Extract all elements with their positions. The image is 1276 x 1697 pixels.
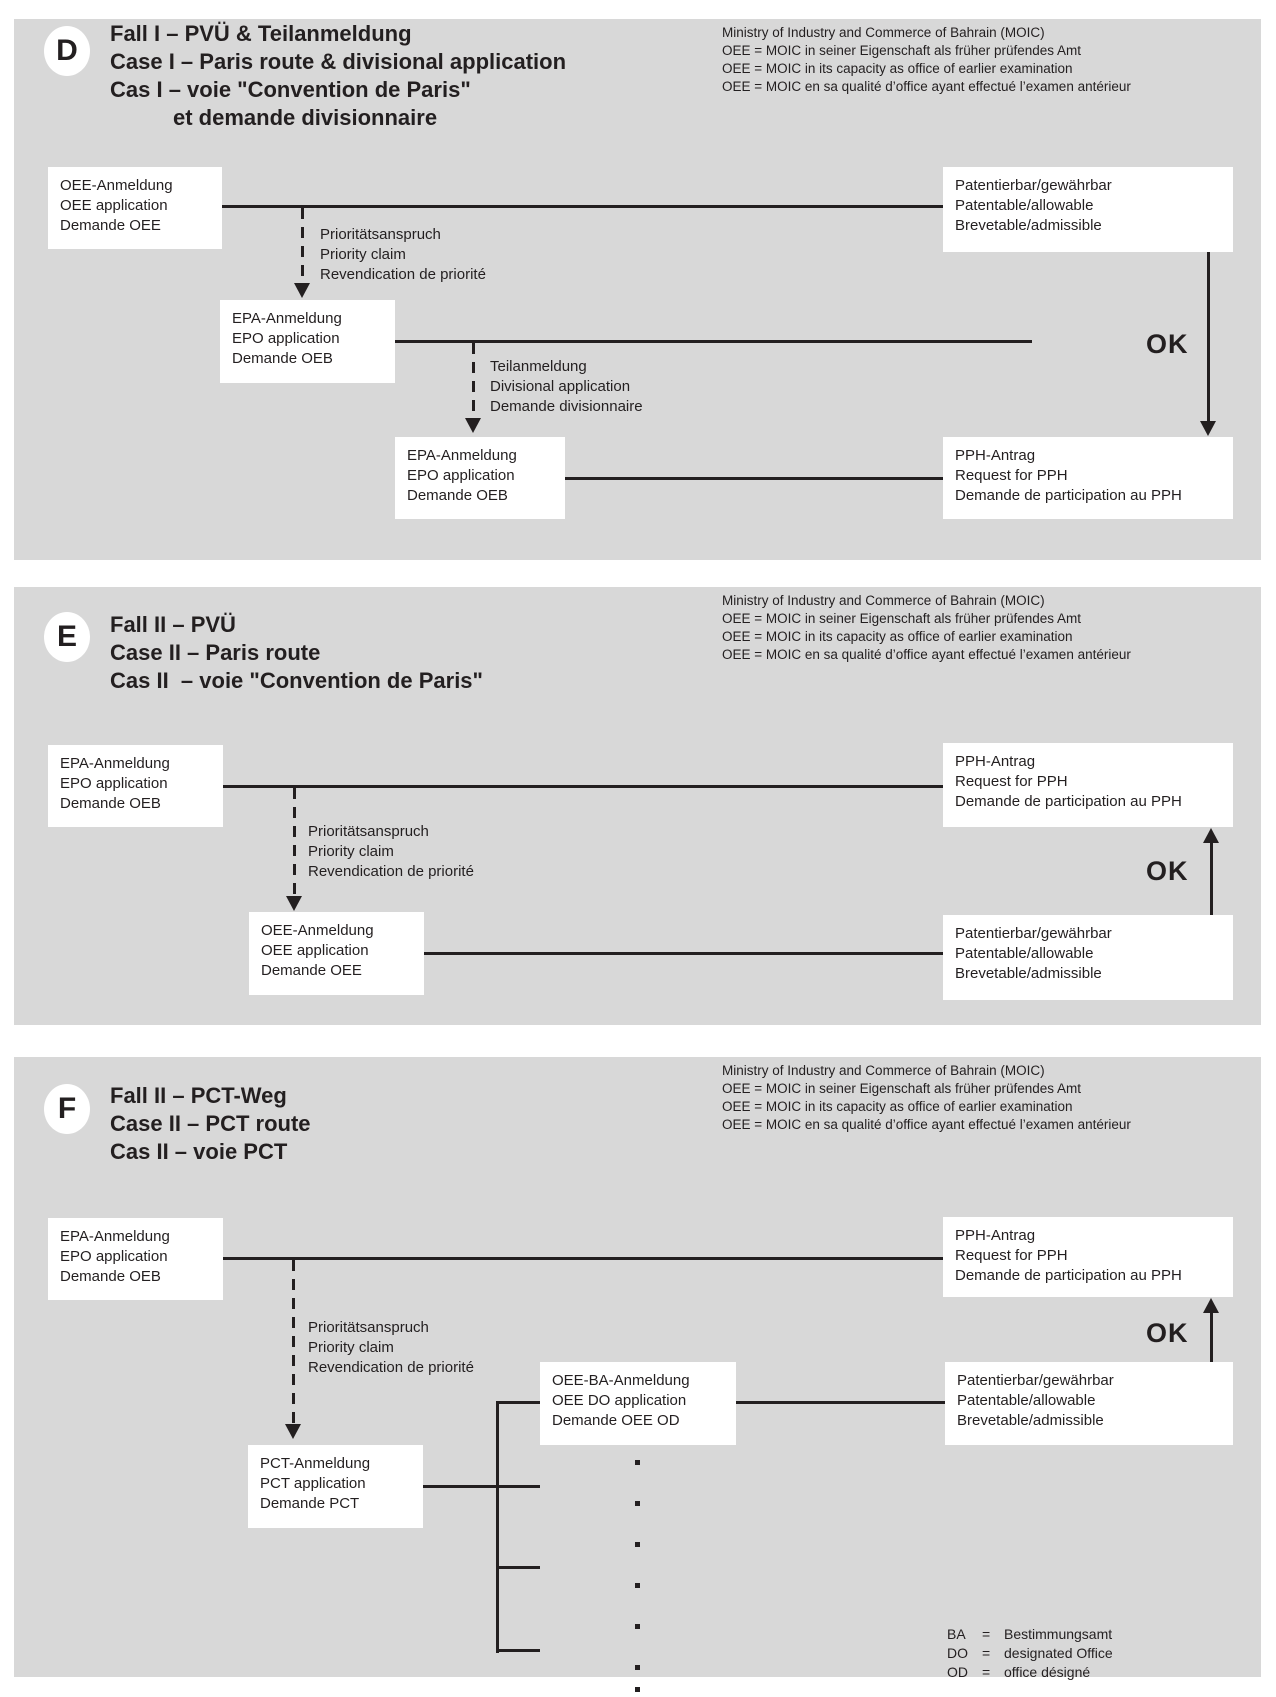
legend-eq: = <box>982 1664 991 1680</box>
legend-text-do: designated Office <box>1004 1645 1113 1661</box>
connector-epo-application-timeline-d <box>395 340 1032 343</box>
priority-claim-arrowhead-d <box>294 283 310 298</box>
divisional-dashed-line-d <box>472 343 475 419</box>
case-ii-pct-title: Fall II – PCT-Weg Case II – PCT route Ca… <box>110 1082 311 1166</box>
legend-row-ba: BA = Bestimmungsamt <box>947 1625 1113 1644</box>
designated-offices-bracket-line-f <box>496 1401 499 1653</box>
case-i-badge-letter: D <box>56 34 78 67</box>
ok-label-d: OK <box>1146 329 1189 359</box>
case-ii-paris-title-line-de: Fall II – PVÜ <box>110 612 236 637</box>
bracket-stub-3-f <box>496 1649 540 1652</box>
connector-oee-to-patentable-d <box>222 205 943 208</box>
legend-row-do: DO = designated Office <box>947 1644 1113 1663</box>
case-ii-pct-title-line-en: Case II – PCT route <box>110 1111 311 1136</box>
ok-arrowhead-f <box>1203 1298 1219 1313</box>
case-ii-paris-badge-letter: E <box>56 620 77 653</box>
ellipsis-dot <box>635 1542 640 1547</box>
case-ii-paris-title-line-en: Case II – Paris route <box>110 640 321 665</box>
connector-divisional-to-pph-d <box>565 477 943 480</box>
legend-eq: = <box>982 1626 991 1642</box>
case-i-title-line-fr2: et demande divisionnaire <box>173 105 438 130</box>
ok-label-f: OK <box>1146 1318 1189 1348</box>
case-ii-pct-title-line-de: Fall II – PCT-Weg <box>110 1083 287 1108</box>
moic-note-d: Ministry of Industry and Commerce of Bah… <box>722 25 1131 94</box>
legend-eq: = <box>982 1645 991 1661</box>
ellipsis-dot <box>635 1583 640 1588</box>
priority-claim-arrowhead-f <box>285 1424 301 1439</box>
connector-pct-to-bracket-f <box>423 1485 540 1488</box>
ellipsis-dot <box>635 1460 640 1465</box>
legend-abbr-od: OD <box>947 1664 968 1680</box>
legend-abbr-do: DO <box>947 1645 968 1661</box>
ellipsis-dot <box>635 1687 640 1692</box>
connector-epo-to-pph-e <box>223 785 943 788</box>
ok-arrow-line-d <box>1207 252 1210 422</box>
priority-claim-dashed-line-f <box>292 1260 295 1425</box>
case-ii-paris-title: Fall II – PVÜ Case II – Paris route Cas … <box>110 611 483 695</box>
connector-oee-do-to-patentable-f <box>736 1401 945 1404</box>
case-i-title-line-fr: Cas I – voie "Convention de Paris" <box>110 77 471 102</box>
ellipsis-dot <box>635 1501 640 1506</box>
divisional-arrowhead-d <box>465 418 481 433</box>
ok-label-e: OK <box>1146 856 1189 886</box>
legend-text-ba: Bestimmungsamt <box>1004 1626 1113 1642</box>
case-ii-pct-title-line-fr: Cas II – voie PCT <box>110 1139 288 1164</box>
legend-text-od: office désigné <box>1004 1664 1091 1680</box>
case-i-title: Fall I – PVÜ & Teilanmeldung Case I – Pa… <box>110 20 566 132</box>
case-ii-pct-badge: F <box>44 1084 90 1134</box>
ellipsis-dot <box>635 1624 640 1629</box>
ok-arrowhead-e <box>1203 828 1219 843</box>
case-i-title-line-de: Fall I – PVÜ & Teilanmeldung <box>110 21 412 46</box>
ellipsis-dot <box>635 1665 640 1670</box>
ok-arrow-line-e <box>1210 843 1213 915</box>
moic-note-f: Ministry of Industry and Commerce of Bah… <box>722 1063 1131 1132</box>
case-ii-paris-badge: E <box>44 612 90 662</box>
legend-abbr-ba: BA <box>947 1626 966 1642</box>
legend-row-od: OD = office désigné <box>947 1663 1113 1682</box>
case-ii-pct-badge-letter: F <box>57 1092 77 1125</box>
abbreviations-legend: BA = Bestimmungsamt DO = designated Offi… <box>947 1625 1113 1682</box>
connector-epo-to-pph-f <box>223 1257 943 1260</box>
priority-claim-dashed-line-e <box>293 788 296 898</box>
connector-oee-to-patentable-e <box>424 952 943 955</box>
priority-claim-arrowhead-e <box>286 896 302 911</box>
case-i-badge: D <box>44 26 90 76</box>
ok-arrow-line-f <box>1210 1313 1213 1362</box>
moic-note-e: Ministry of Industry and Commerce of Bah… <box>722 593 1131 662</box>
bracket-stub-2-f <box>496 1566 540 1569</box>
bracket-stub-to-oee-do-box-f <box>496 1401 540 1404</box>
ok-arrowhead-d <box>1200 421 1216 436</box>
priority-claim-dashed-line-d <box>301 208 304 284</box>
case-ii-paris-title-line-fr: Cas II – voie "Convention de Paris" <box>110 668 483 693</box>
case-i-title-line-en: Case I – Paris route & divisional applic… <box>110 49 567 74</box>
